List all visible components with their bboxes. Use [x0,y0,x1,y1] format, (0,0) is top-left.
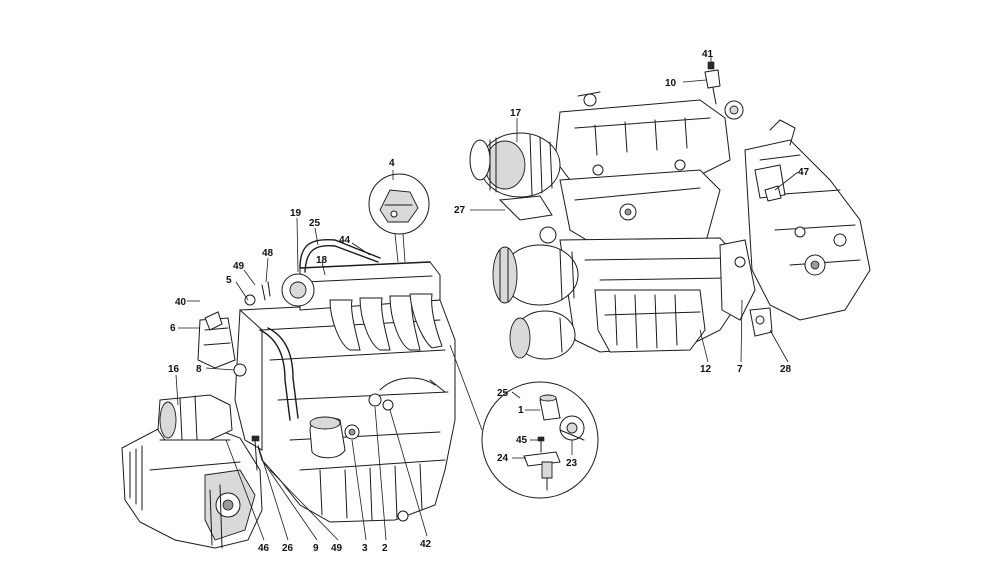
callout-6: 6 [170,323,176,334]
callout-46: 46 [258,543,270,554]
callout-1: 1 [518,405,524,416]
callout-48: 48 [262,248,274,259]
callout-19: 19 [290,208,302,219]
callout-25-upper: 25 [309,218,321,229]
callout-8: 8 [196,364,202,375]
callout-2: 2 [382,543,388,554]
callout-49-lower: 49 [331,543,343,554]
callout-labels: 41 10 17 47 27 12 7 28 4 19 25 44 48 18 … [168,49,810,554]
callout-40: 40 [175,297,187,308]
callout-24: 24 [497,453,509,464]
callout-12: 12 [700,364,712,375]
callout-45: 45 [516,435,528,446]
callout-28: 28 [780,364,792,375]
callout-16: 16 [168,364,180,375]
callout-49-upper: 49 [233,261,245,272]
detail-circle-bracket [368,173,430,263]
callout-5: 5 [226,275,232,286]
callout-23: 23 [566,458,578,469]
callout-47: 47 [798,167,810,178]
callout-25-lower: 25 [497,388,509,399]
callout-42: 42 [420,539,432,550]
callout-27: 27 [454,205,466,216]
callout-9: 9 [313,543,319,554]
callout-17: 17 [510,108,522,119]
right-engine-illustration [469,61,871,360]
callout-41: 41 [702,49,714,60]
detail-circle-sensors [449,344,599,499]
callout-10: 10 [665,78,677,89]
callout-18: 18 [316,255,328,266]
leader-lines [175,56,799,541]
callout-4: 4 [389,158,395,169]
callout-44: 44 [339,235,351,246]
left-engine-illustration [121,238,456,549]
callout-3: 3 [362,543,368,554]
callout-26: 26 [282,543,294,554]
callout-7: 7 [737,364,743,375]
